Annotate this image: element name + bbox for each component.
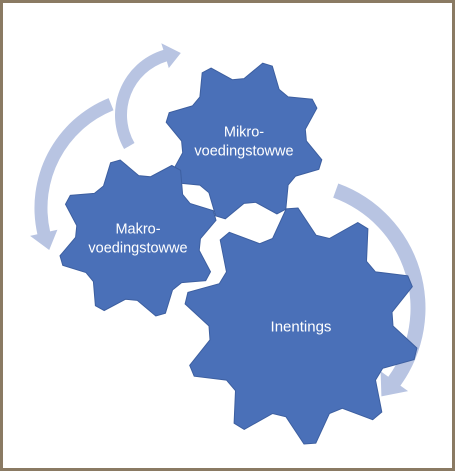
gear-label-micro-line-2: voedingstowwe [194,144,293,160]
gear-inoculation [184,207,418,445]
gear-label-inoculation-line-1: Inentings [271,318,332,335]
top-left-arrow [114,43,181,150]
right-arrow [333,183,426,397]
gear-label-micro-line-1: Mikro- [224,125,264,141]
gear-label-macro-line-2: voedingstowwe [88,241,187,257]
gear-micro [165,62,323,220]
arrows-layer [30,43,426,397]
labels-layer: Mikro-voedingstowweMakro-voedingstowweIn… [88,125,331,336]
gear-macro [59,159,217,317]
gear-label-macro-line-1: Makro- [115,222,160,238]
gear-cycle-diagram: Mikro-voedingstowweMakro-voedingstowweIn… [30,43,426,445]
left-arrow [30,98,114,250]
gears-layer [59,62,418,445]
